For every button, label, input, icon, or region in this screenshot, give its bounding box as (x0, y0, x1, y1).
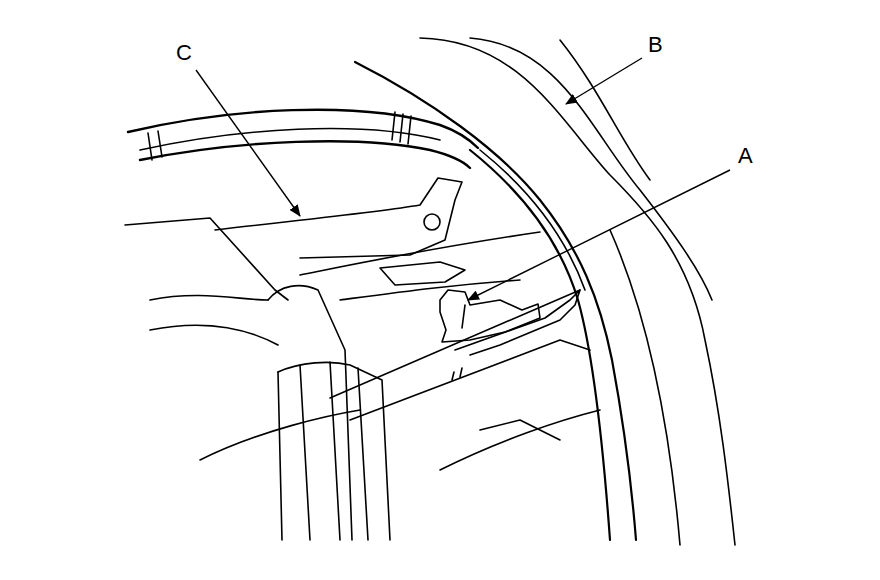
callout-letter: B (648, 34, 663, 56)
callout-letter: C (176, 42, 192, 64)
callout-letter: A (738, 145, 753, 167)
leader-lines (196, 58, 730, 300)
